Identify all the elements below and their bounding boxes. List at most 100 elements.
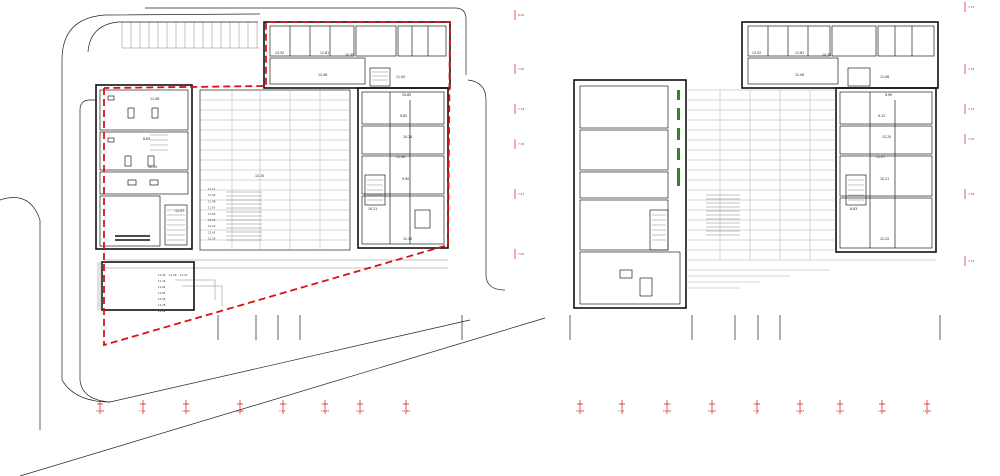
side-level-label: 7.18 <box>518 107 524 111</box>
level-label: 12.08 <box>576 409 584 413</box>
right-east-wing <box>835 87 937 253</box>
level-tick <box>322 400 328 414</box>
level-tick <box>577 400 583 414</box>
level-label: 11.83 <box>321 409 329 413</box>
side-level-markers: 8.007.407.187.327.417.407.137.187.127.20… <box>514 2 974 266</box>
level-label: 11.83 <box>796 409 804 413</box>
ramp-level-label: 11.64 <box>158 285 166 289</box>
room-label: 12.25 <box>148 165 157 169</box>
level-tick <box>664 400 670 414</box>
level-label: 7.34 <box>618 409 624 413</box>
level-label: 11.80 <box>402 409 410 413</box>
room-label: 13.52 <box>275 51 284 55</box>
right-courtyard <box>686 89 936 289</box>
room-label: 12.25 <box>403 237 412 241</box>
room-label: 13.52 <box>752 51 761 55</box>
level-label: 12.08 <box>96 409 104 413</box>
level-label: 12.60 <box>236 409 244 413</box>
level-tick <box>879 400 885 414</box>
room-label: 11.07 <box>175 209 184 213</box>
side-level-label: 7.18 <box>968 67 974 71</box>
side-level-label: 7.40 <box>518 252 524 256</box>
side-level-label: 7.40 <box>518 67 524 71</box>
right-stair <box>649 209 669 251</box>
step-level-label: 12.04 <box>208 218 216 222</box>
level-tick <box>619 400 625 414</box>
level-tick <box>797 400 803 414</box>
level-label: 12.60 <box>708 409 716 413</box>
room-label: 9.82 <box>400 114 407 118</box>
level-tick <box>357 400 363 414</box>
step-level-label: 11.30 <box>208 193 216 197</box>
road-curve-left <box>0 197 41 430</box>
room-label: 11.07 <box>876 155 885 159</box>
side-level-label: 7.32 <box>518 142 524 146</box>
ramp-level-label: 12.49 <box>158 309 166 313</box>
east-unit-4 <box>361 195 445 245</box>
room-label: 10.85 <box>402 93 411 97</box>
room-label: 10.35 <box>345 53 354 57</box>
side-level-label: 7.12 <box>968 259 974 263</box>
level-label: 7.35 <box>279 409 285 413</box>
green-wall-4 <box>677 148 680 160</box>
side-level-label: 7.20 <box>968 137 974 141</box>
curb-top-left <box>61 13 261 61</box>
ramp-level-label: 11.00 <box>169 273 177 277</box>
central-ramp <box>97 89 448 311</box>
ramp-level-label: 11.21 <box>180 273 188 277</box>
site-context <box>0 7 546 476</box>
side-level-label: 8.00 <box>518 13 524 17</box>
step-level-label: 11.48 <box>208 199 216 203</box>
curb-left-inner-2 <box>79 110 111 403</box>
west-unit-3 <box>99 171 189 195</box>
side-level-label: 7.41 <box>518 192 524 196</box>
step-level-label: 12.59 <box>208 237 216 241</box>
level-tick <box>183 400 189 414</box>
west-furniture <box>107 95 159 186</box>
curb-top <box>145 7 467 75</box>
level-tick <box>837 400 843 414</box>
level-tick <box>403 400 409 414</box>
room-label: 12.06 <box>795 73 804 77</box>
level-tick <box>140 400 146 414</box>
road-edge-1 <box>19 317 546 476</box>
curb-right-corner <box>485 275 506 291</box>
step-level-label: 11.11 <box>208 187 216 191</box>
level-label: 7.35 <box>753 409 759 413</box>
step-level-label: 12.22 <box>208 224 216 228</box>
east-unit-1 <box>361 91 445 125</box>
room-label: 12.06 <box>318 73 327 77</box>
green-wall-5 <box>677 168 680 186</box>
west-unit-1 <box>99 89 189 131</box>
room-label: 11.00 <box>396 75 405 79</box>
west-lobby <box>99 195 161 247</box>
west-stair <box>164 204 188 246</box>
room-label: 12.25 <box>880 237 889 241</box>
level-tick <box>237 400 243 414</box>
level-tick <box>709 400 715 414</box>
ramp-structure <box>101 261 195 311</box>
level-tick <box>280 400 286 414</box>
room-label: 11.06 <box>396 155 405 159</box>
level-tick <box>754 400 760 414</box>
room-label: 11.06 <box>150 97 159 101</box>
parking-stalls <box>121 22 260 49</box>
level-label: 10.46 <box>663 409 671 413</box>
level-tick <box>924 400 930 414</box>
room-label: 8.83 <box>143 137 150 141</box>
green-wall-1 <box>677 90 680 100</box>
room-label: 10.24 <box>403 135 412 139</box>
room-label: 10.21 <box>368 207 377 211</box>
ramp-level-label: 11.00 <box>158 273 166 277</box>
level-label: 11.22 <box>836 409 844 413</box>
step-level-label: 11.67 <box>208 206 216 210</box>
north-units-mid <box>355 25 397 57</box>
room-label: 9.90 <box>885 93 892 97</box>
curb-left-inner <box>79 99 95 111</box>
room-label: 10.21 <box>880 177 889 181</box>
